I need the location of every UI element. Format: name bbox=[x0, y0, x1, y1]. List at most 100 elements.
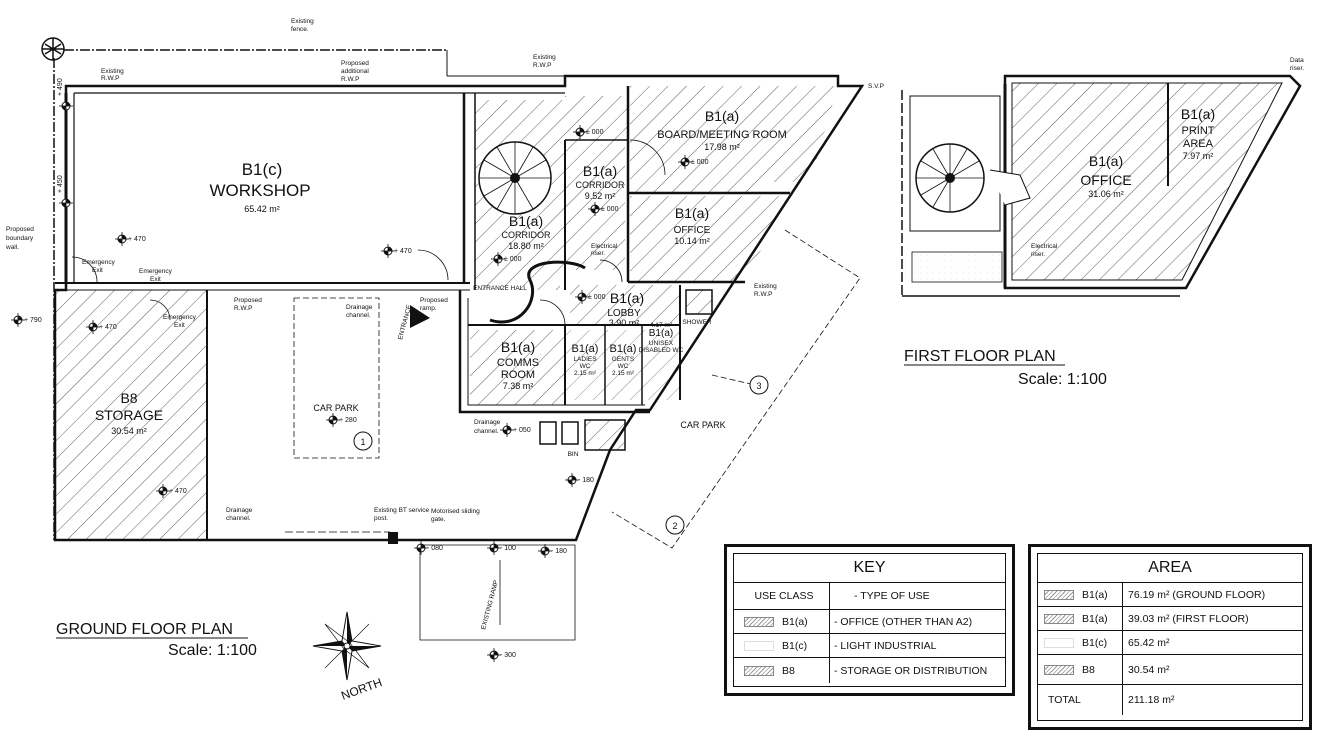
room-class-workshop: B1(c) bbox=[242, 160, 283, 179]
proposed-rwp-label-2: additional bbox=[341, 68, 369, 75]
drainage-label-1a: Drainage bbox=[346, 304, 373, 311]
room-name2-gents: WC bbox=[618, 363, 629, 370]
room-name-workshop: WORKSHOP bbox=[209, 181, 310, 200]
room-name-print: PRINT bbox=[1182, 125, 1215, 137]
emergency-exit-2-label-1: Emergency bbox=[139, 268, 173, 275]
bin-icon bbox=[539, 419, 626, 451]
proposed-ramp-label-2: ramp. bbox=[420, 305, 437, 312]
emergency-exit-2-label-2: Exit bbox=[150, 276, 161, 283]
room-class-office-ground: B1(a) bbox=[675, 205, 709, 221]
parking-bay-1: 1 bbox=[360, 437, 365, 447]
room-name2-ladies: WC bbox=[580, 363, 591, 370]
area-row-value: 76.19 m² (GROUND FLOOR) bbox=[1128, 588, 1266, 601]
key-row-class: B8 bbox=[782, 664, 795, 677]
existing-rwp-right-label-1: Existing bbox=[754, 283, 777, 290]
area-total-value: 211.18 m² bbox=[1128, 694, 1175, 706]
blank-swatch-icon bbox=[1044, 637, 1074, 648]
car-park-label-1: CAR PARK bbox=[313, 403, 358, 413]
level-470-c: + 470 bbox=[99, 324, 117, 331]
level-markers: + 490 + 450 + 470 + 470 + 470 + 470 + 79… bbox=[10, 78, 709, 663]
level-450: + 450 bbox=[57, 175, 64, 193]
room-name2-disabled: DISABLED WC bbox=[639, 347, 684, 354]
room-name-gents: GENTS bbox=[612, 356, 635, 363]
room-name2-print: AREA bbox=[1183, 138, 1214, 150]
existing-rwp-right-label-2: R.W.P bbox=[754, 291, 772, 298]
spiral-staircase-icon bbox=[478, 141, 552, 215]
level-470-b: + 470 bbox=[394, 248, 412, 255]
level-790: + 790 bbox=[24, 317, 42, 324]
room-area-office-first: 31.06 m² bbox=[1088, 189, 1124, 199]
parking-bay-2: 2 bbox=[672, 521, 677, 531]
room-area-print: 7.97 m² bbox=[1183, 151, 1214, 161]
existing-rwp-top-label-2: R.W.P bbox=[533, 62, 551, 69]
room-area-lobby: 3.90 m² bbox=[609, 318, 640, 328]
svp-label: S.V.P bbox=[868, 83, 884, 90]
level-100: - 100 bbox=[500, 545, 516, 552]
bin-label: BIN bbox=[568, 451, 579, 458]
existing-fence-label-1: Existing bbox=[291, 18, 314, 25]
room-area-corridor-main: 18.80 m² bbox=[508, 241, 544, 251]
area-row-value: 30.54 m² bbox=[1128, 663, 1170, 676]
level-180-a: - 180 bbox=[578, 477, 594, 484]
proposed-rwp-label-1: Proposed bbox=[341, 60, 369, 67]
hatch-swatch-icon bbox=[1044, 589, 1074, 600]
key-table: KEY USE CLASS - TYPE OF USE B1(a) - OFFI… bbox=[724, 544, 1015, 696]
level-080: - 080 bbox=[427, 545, 443, 552]
existing-rwp-top-label-1: Existing bbox=[533, 54, 556, 61]
area-row-class: B1(a) bbox=[1082, 612, 1108, 625]
data-riser-label-1: Data bbox=[1290, 57, 1304, 64]
key-row-type: - OFFICE (OTHER THAN A2) bbox=[834, 615, 973, 628]
key-header-type: - TYPE OF USE bbox=[854, 590, 930, 602]
room-name-comms: COMMS bbox=[497, 357, 539, 369]
bt-post-label-2: post. bbox=[374, 515, 388, 522]
ff-electrical-label-2: riser. bbox=[1031, 251, 1045, 258]
entrance-hall-label: ENTRANCE HALL bbox=[473, 285, 527, 292]
shower-label: SHOWER bbox=[682, 319, 712, 326]
room-name2-comms: ROOM bbox=[501, 369, 535, 381]
drainage-label-2b: channel. bbox=[474, 428, 499, 435]
blank-swatch-icon bbox=[744, 640, 774, 651]
room-area-gents: 2.15 m² bbox=[612, 370, 635, 377]
room-area-board: 17.98 m² bbox=[704, 142, 740, 152]
room-area-storage: 30.54 m² bbox=[111, 426, 147, 436]
room-name-office-first: OFFICE bbox=[1080, 172, 1131, 188]
hatch-swatch-icon bbox=[1044, 613, 1074, 624]
emergency-exit-3-label-2: Exit bbox=[174, 322, 185, 329]
ground-floor-plan: B1(c) WORKSHOP 65.42 m² B8 STORAGE 30.54… bbox=[5, 18, 884, 703]
existing-rwp-label-2: R.W.P bbox=[101, 75, 119, 82]
room-name-board: BOARD/MEETING ROOM bbox=[657, 129, 787, 141]
gate-label-2: gate. bbox=[431, 516, 446, 523]
room-name-ladies: LADIES bbox=[573, 356, 597, 363]
room-class-gents: B1(a) bbox=[610, 343, 637, 355]
area-title: AREA bbox=[1038, 554, 1302, 583]
level-180-b: - 180 bbox=[551, 548, 567, 555]
room-class-ladies: B1(a) bbox=[572, 343, 599, 355]
level-300: - 300 bbox=[500, 652, 516, 659]
area-total-label: TOTAL bbox=[1048, 694, 1081, 706]
level-280: + 280 bbox=[339, 417, 357, 424]
room-name-disabled: UNISEX bbox=[649, 340, 674, 347]
key-title: KEY bbox=[734, 554, 1005, 583]
drainage-label-3a: Drainage bbox=[226, 507, 253, 514]
electrical-label-2: riser. bbox=[591, 250, 605, 257]
level-470-d: + 470 bbox=[169, 488, 187, 495]
first-floor-plan-title: FIRST FLOOR PLAN bbox=[904, 348, 1056, 365]
first-floor-plan: B1(a) OFFICE 31.06 m² B1(a) PRINT AREA 7… bbox=[901, 57, 1304, 388]
boundary-label-1: Proposed bbox=[6, 226, 34, 233]
level-000-e: ± 000 bbox=[588, 294, 606, 301]
existing-fence-label-2: fence. bbox=[291, 26, 309, 33]
ramp-label: EXISTING RAMP bbox=[480, 580, 500, 631]
north-label: NORTH bbox=[339, 675, 384, 703]
car-park-label-2: CAR PARK bbox=[680, 420, 725, 430]
ff-electrical-label-1: Electrical bbox=[1031, 243, 1058, 250]
area-row-class: B1(c) bbox=[1082, 636, 1108, 649]
emergency-exit-3-label-1: Emergency bbox=[163, 314, 197, 321]
ground-floor-plan-title: GROUND FLOOR PLAN bbox=[56, 621, 233, 638]
hatch-swatch-icon bbox=[1044, 664, 1074, 675]
ground-floor-plan-scale: Scale: 1:100 bbox=[168, 642, 257, 659]
first-floor-plan-scale: Scale: 1:100 bbox=[1018, 371, 1107, 388]
emergency-exit-1-label-2: Exit bbox=[92, 267, 103, 274]
room-class-disabled: B1(a) bbox=[649, 328, 673, 339]
room-name-storage: STORAGE bbox=[95, 407, 163, 423]
